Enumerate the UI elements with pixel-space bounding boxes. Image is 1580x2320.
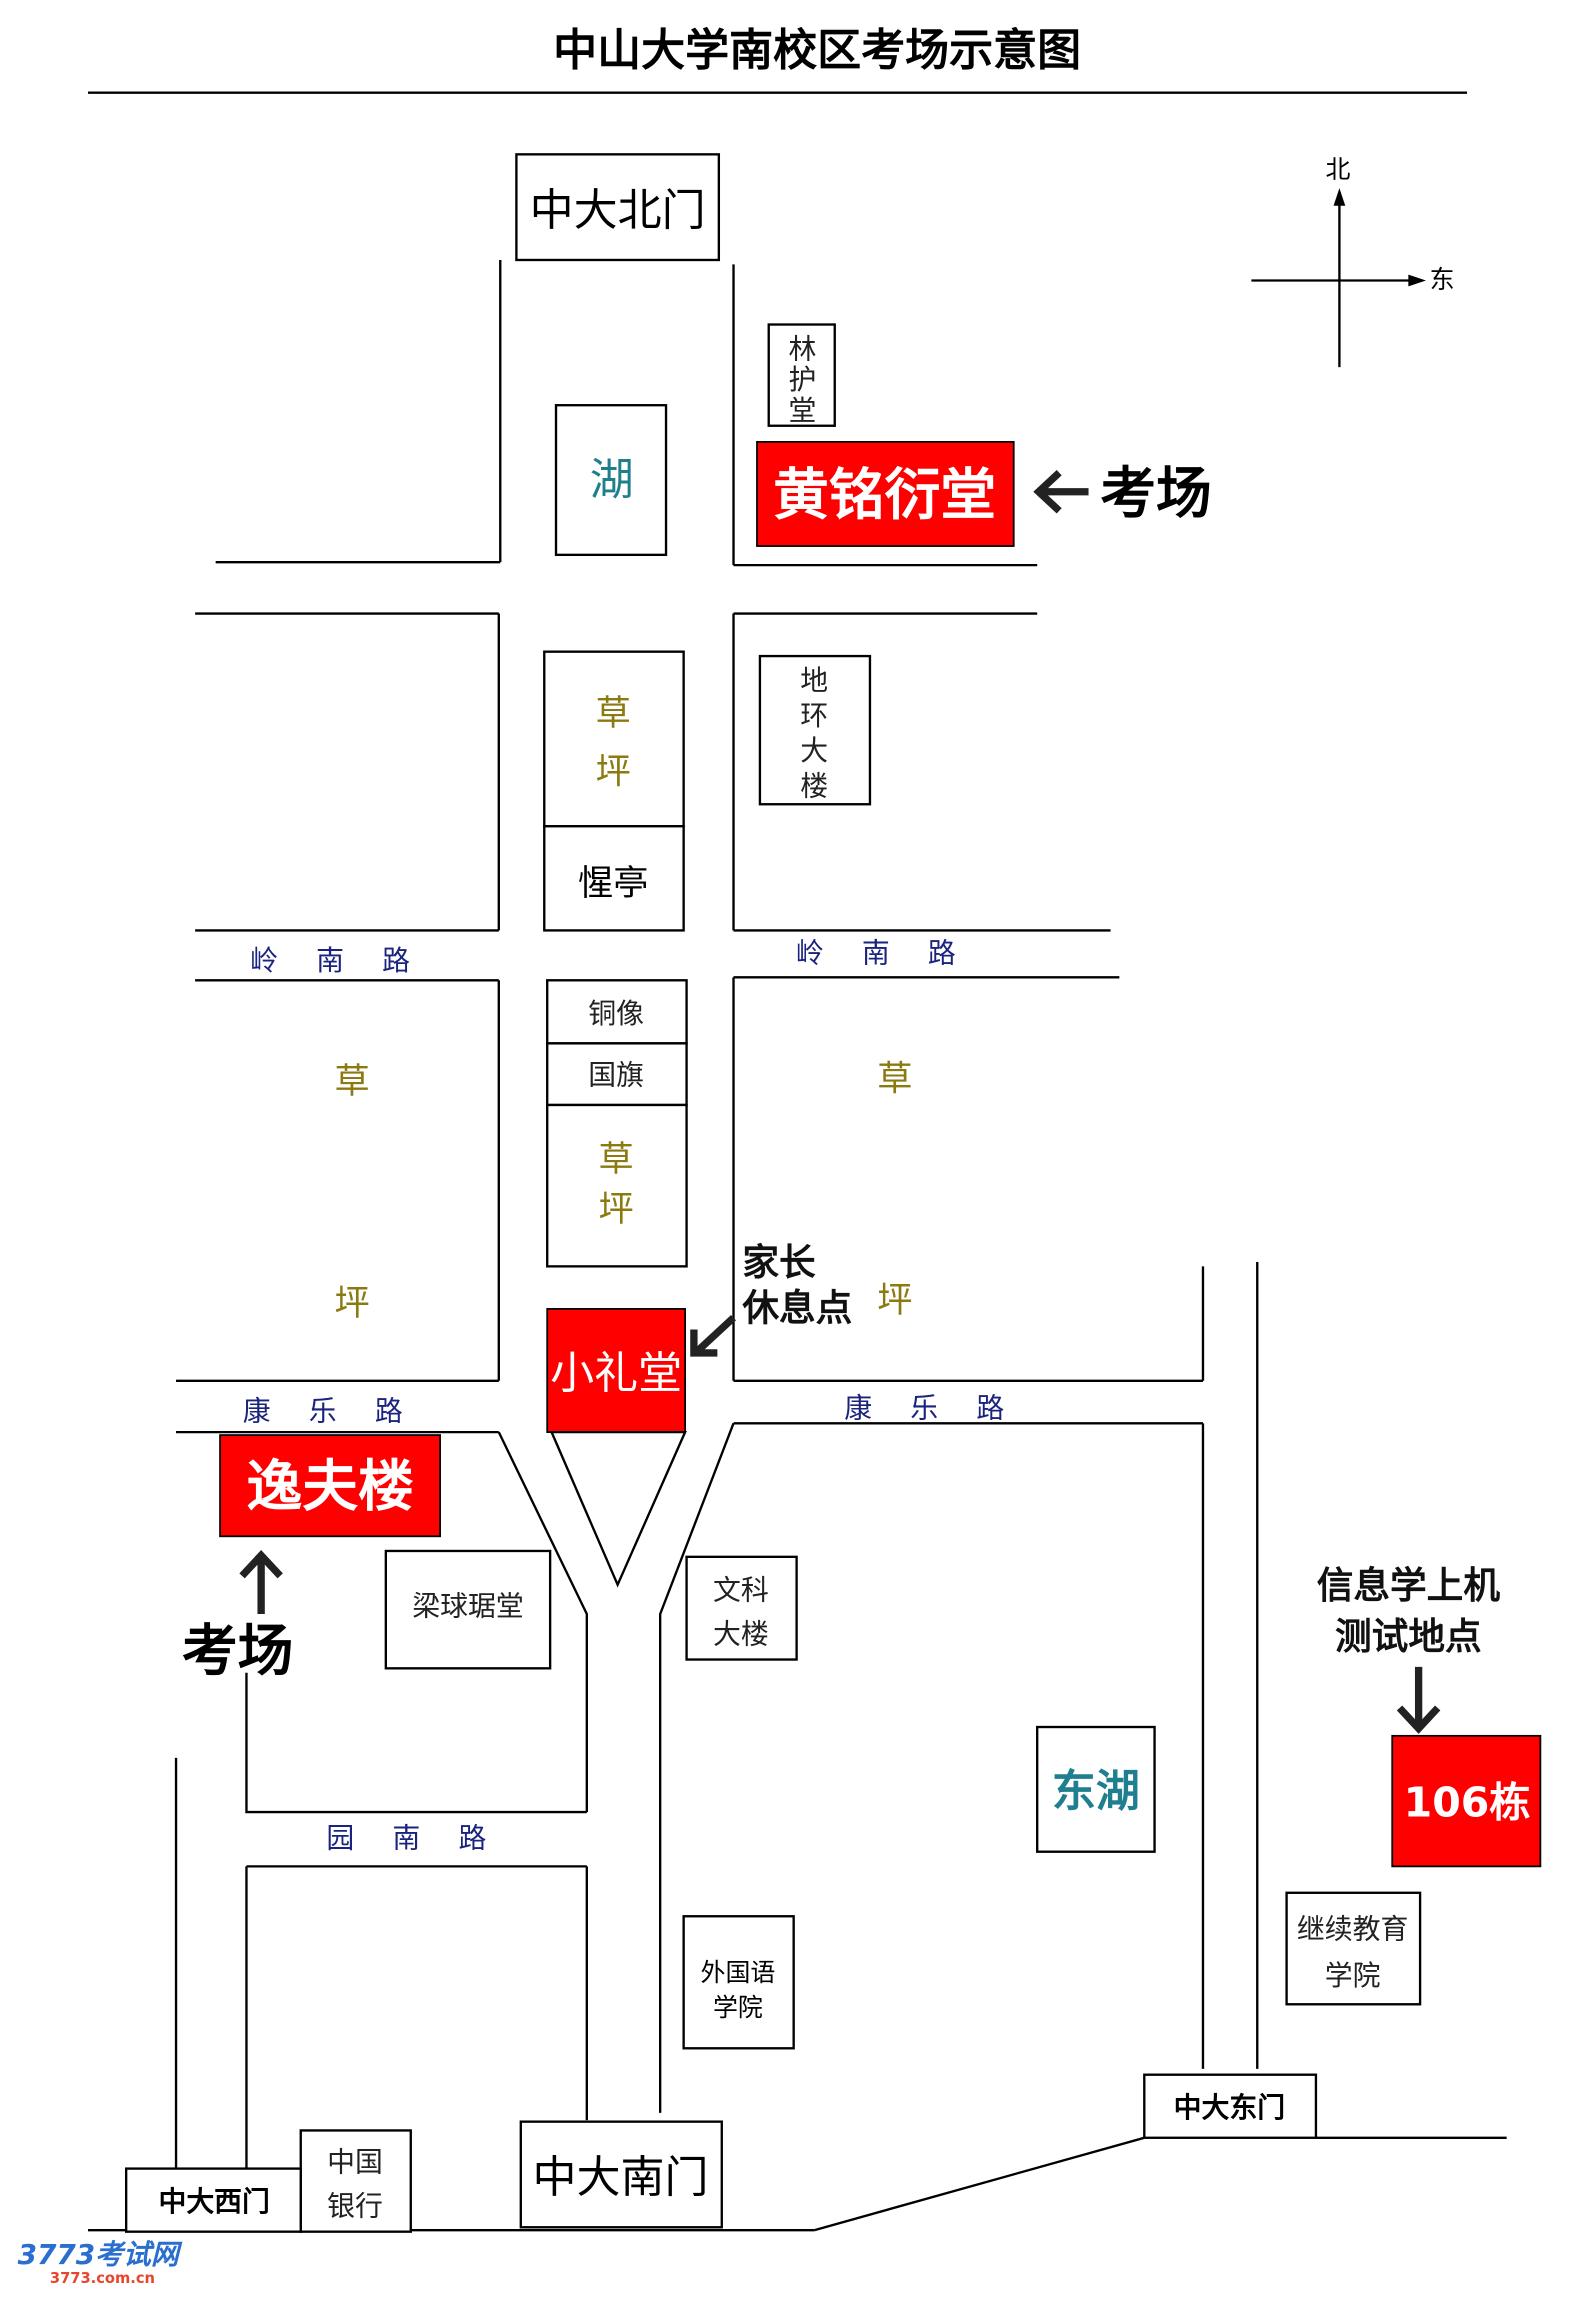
- compass-north: 北: [1325, 155, 1350, 184]
- watermark-url: 3773.com.cn: [50, 2270, 155, 2287]
- linhutang-2: 护: [789, 363, 817, 396]
- wenke-1: 文科: [713, 1573, 769, 1606]
- exam-label-north: 考场: [1100, 461, 1211, 526]
- dihuan-3: 大: [800, 734, 828, 767]
- exam-site-yifu: 逸夫楼: [246, 1454, 413, 1519]
- parent-rest-1: 家长: [742, 1241, 816, 1284]
- bank-1: 中国: [327, 2146, 383, 2179]
- dihuan-2: 环: [800, 699, 828, 732]
- bank-2: 银行: [327, 2190, 383, 2223]
- jixu-2: 学院: [1325, 1959, 1381, 1992]
- it-test-1: 信息学上机: [1317, 1564, 1501, 1607]
- kangle-road-left-1: 康: [243, 1394, 271, 1427]
- yuannan-road-2: 南: [392, 1821, 420, 1854]
- road-lines: [88, 259, 1507, 2232]
- lingnan-road-left-3: 路: [382, 944, 410, 977]
- kangle-road-right-2: 乐: [910, 1391, 938, 1424]
- yuannan-road-3: 路: [458, 1821, 486, 1854]
- south-gate: 中大南门: [533, 2152, 709, 2203]
- waiguoyu-2: 学院: [713, 1993, 763, 2022]
- exam-label-west: 考场: [182, 1619, 293, 1684]
- grass-right-2: 坪: [877, 1280, 912, 1321]
- linhutang-1: 林: [789, 332, 817, 365]
- grass-right-1: 草: [877, 1058, 912, 1099]
- guoqi: 国旗: [588, 1058, 644, 1091]
- map-title: 中山大学南校区考场示意图: [553, 25, 1081, 76]
- lingnan-road-right-3: 路: [928, 937, 956, 970]
- grass-lower-2: 坪: [599, 1189, 634, 1230]
- dihuan-1: 地: [800, 664, 828, 697]
- arrow-down-icon: [1396, 1666, 1441, 1734]
- grass-left-1: 草: [334, 1061, 369, 1102]
- grass-center-1: 草: [596, 693, 631, 734]
- dihuan-4: 楼: [800, 769, 828, 802]
- liangqiu: 梁球琚堂: [412, 1590, 523, 1623]
- grass-center-2: 坪: [596, 752, 631, 793]
- west-gate: 中大西门: [158, 2185, 269, 2218]
- exam-site-xiaolitang: 小礼堂: [550, 1348, 682, 1399]
- kangle-road-right-3: 路: [976, 1391, 1004, 1424]
- watermark-brand: 3773考试网: [18, 2238, 183, 2271]
- jixu-1: 继续教育: [1297, 1912, 1408, 1945]
- lake-label: 湖: [590, 455, 634, 506]
- lingnan-road-right-2: 南: [862, 937, 890, 970]
- xingting: 惺亭: [578, 863, 648, 904]
- arrow-down-left-icon: [690, 1315, 737, 1357]
- waiguoyu-1: 外国语: [701, 1958, 776, 1987]
- kangle-road-right-1: 康: [844, 1391, 872, 1424]
- lingnan-road-right-1: 岭: [796, 937, 824, 970]
- parent-rest-2: 休息点: [741, 1287, 852, 1330]
- exam-site-huangming: 黄铭衍堂: [773, 463, 996, 528]
- north-gate: 中大北门: [530, 185, 706, 236]
- watermark-logo: 3773考试网 3773.com.cn: [18, 2238, 183, 2287]
- yuannan-road-1: 园: [326, 1821, 354, 1854]
- linhutang-3: 堂: [789, 394, 817, 427]
- exam-site-106: 106栋: [1404, 1778, 1531, 1826]
- kangle-road-left-2: 乐: [309, 1394, 337, 1427]
- wenke-2: 大楼: [713, 1617, 769, 1650]
- lingnan-road-left-1: 岭: [250, 944, 278, 977]
- grass-left-2: 坪: [334, 1283, 369, 1324]
- lingnan-road-left-2: 南: [316, 944, 344, 977]
- arrow-up-icon: [239, 1549, 283, 1615]
- kangle-road-left-3: 路: [375, 1394, 403, 1427]
- tongxiang: 铜像: [588, 997, 644, 1030]
- compass-east: 东: [1430, 265, 1455, 294]
- east-gate: 中大东门: [1174, 2091, 1285, 2124]
- donghu: 东湖: [1052, 1766, 1140, 1817]
- compass-icon: 北 东: [1251, 155, 1455, 368]
- it-test-2: 测试地点: [1335, 1615, 1482, 1658]
- grass-lower-1: 草: [599, 1139, 634, 1180]
- arrow-left-icon: [1033, 470, 1089, 514]
